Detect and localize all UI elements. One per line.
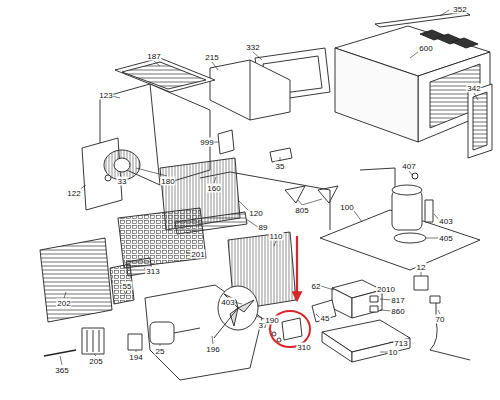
callout-number: 817 <box>390 296 405 305</box>
callout-number: 805 <box>294 206 309 215</box>
callout-number: 310 <box>296 343 311 352</box>
callout-number: 342 <box>466 84 481 93</box>
callout-number: 196 <box>205 345 220 354</box>
callout-number: 313 <box>145 267 160 276</box>
callout-number: 205 <box>88 357 103 366</box>
callout-number: 352 <box>452 5 467 14</box>
callout-number: 62 <box>311 282 322 291</box>
callout-number: 35 <box>275 162 286 171</box>
callout-number: 600 <box>418 44 433 53</box>
callout-number: 187 <box>146 52 161 61</box>
callout-number: 45 <box>320 314 331 323</box>
callout-number: 180 <box>160 177 175 186</box>
callout-number: 120 <box>248 209 263 218</box>
callout-number: 403 <box>438 217 453 226</box>
callout-number: 215 <box>204 53 219 62</box>
callout-number: 55 <box>122 282 133 291</box>
callout-number: 713 <box>393 339 408 348</box>
callout-number: 407 <box>401 162 416 171</box>
callout-number: 194 <box>128 353 143 362</box>
callout-number: 122 <box>66 189 81 198</box>
callout-number: 999 <box>199 138 214 147</box>
callout-number: 860 <box>390 307 405 316</box>
callout-number: 12 <box>416 263 427 272</box>
callout-number: 403 <box>220 298 235 307</box>
callout-number: 202 <box>56 299 71 308</box>
callout-number: 365 <box>54 366 69 375</box>
callout-number: 201 <box>190 250 205 259</box>
callout-number: 89 <box>258 223 269 232</box>
callout-number: 332 <box>245 43 260 52</box>
callout-number: 123 <box>98 91 113 100</box>
callout-number: 10 <box>388 348 399 357</box>
callout-number: 405 <box>438 234 453 243</box>
callout-number: 100 <box>339 203 354 212</box>
callout-number: 33 <box>117 177 128 186</box>
callout-number: 160 <box>206 184 221 193</box>
callout-number: 190 <box>264 316 279 325</box>
callout-number: 2010 <box>376 285 396 294</box>
callout-number: 25 <box>155 347 166 356</box>
callout-number: 70 <box>435 315 446 324</box>
callout-number: 110 <box>269 232 284 241</box>
